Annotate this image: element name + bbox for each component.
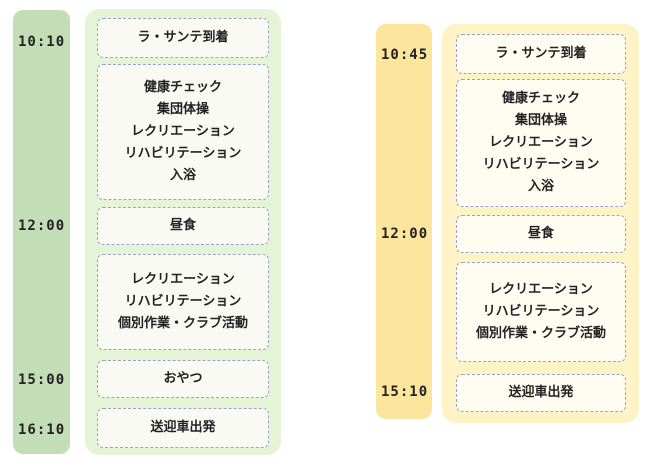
- block-line: リハビリテーション: [124, 146, 242, 161]
- block-line: 昼食: [169, 218, 196, 233]
- block-line: レクリエーション: [489, 135, 593, 150]
- block-line: 集団体操: [156, 102, 209, 117]
- schedule-block-lunch: 昼食: [97, 207, 269, 245]
- schedule-block-arrival: ラ・サンテ到着: [456, 34, 626, 74]
- time-label: 15:00: [18, 372, 66, 388]
- schedule-block-arrival: ラ・サンテ到着: [97, 18, 269, 58]
- block-line: 個別作業・クラブ活動: [475, 326, 606, 341]
- time-label: 10:45: [381, 47, 429, 63]
- block-line: 送迎車出発: [150, 420, 216, 435]
- block-line: 入浴: [527, 179, 554, 194]
- block-line: ラ・サンテ到着: [495, 46, 587, 61]
- time-label: 12:00: [18, 218, 66, 234]
- schedule-block-snack: おやつ: [97, 360, 269, 398]
- block-line: 昼食: [527, 226, 554, 241]
- schedule-block-departure: 送迎車出発: [456, 374, 626, 412]
- block-line: レクリエーション: [131, 272, 235, 287]
- time-label: 15:10: [381, 384, 429, 400]
- time-label: 16:10: [18, 422, 66, 438]
- schedule-block-morning: 健康チェック 集団体操 レクリエーション リハビリテーション 入浴: [97, 64, 269, 200]
- block-line: ラ・サンテ到着: [137, 30, 229, 45]
- block-line: おやつ: [163, 371, 203, 386]
- schedule-panel-right: ラ・サンテ到着 健康チェック 集団体操 レクリエーション リハビリテーション 入…: [442, 24, 639, 423]
- time-rail-right: [376, 24, 432, 419]
- schedule-block-afternoon: レクリエーション リハビリテーション 個別作業・クラブ活動: [97, 254, 269, 350]
- block-line: リハビリテーション: [482, 304, 600, 319]
- schedule-block-afternoon: レクリエーション リハビリテーション 個別作業・クラブ活動: [456, 262, 626, 362]
- block-line: 集団体操: [514, 113, 567, 128]
- time-label: 12:00: [381, 226, 429, 242]
- block-line: 健康チェック: [143, 80, 222, 95]
- block-line: 入浴: [169, 168, 196, 183]
- schedule-panel-left: ラ・サンテ到着 健康チェック 集団体操 レクリエーション リハビリテーション 入…: [85, 9, 281, 455]
- block-line: 個別作業・クラブ活動: [117, 316, 248, 331]
- block-line: リハビリテーション: [124, 294, 242, 309]
- schedule-block-morning: 健康チェック 集団体操 レクリエーション リハビリテーション 入浴: [456, 79, 626, 207]
- time-label: 10:10: [18, 34, 66, 50]
- block-line: 健康チェック: [501, 91, 580, 106]
- time-rail-left: [13, 10, 70, 454]
- schedule-block-lunch: 昼食: [456, 215, 626, 253]
- schedule-block-departure: 送迎車出発: [97, 408, 269, 448]
- block-line: リハビリテーション: [482, 157, 600, 172]
- block-line: レクリエーション: [489, 282, 593, 297]
- block-line: 送迎車出発: [508, 385, 574, 400]
- block-line: レクリエーション: [131, 124, 235, 139]
